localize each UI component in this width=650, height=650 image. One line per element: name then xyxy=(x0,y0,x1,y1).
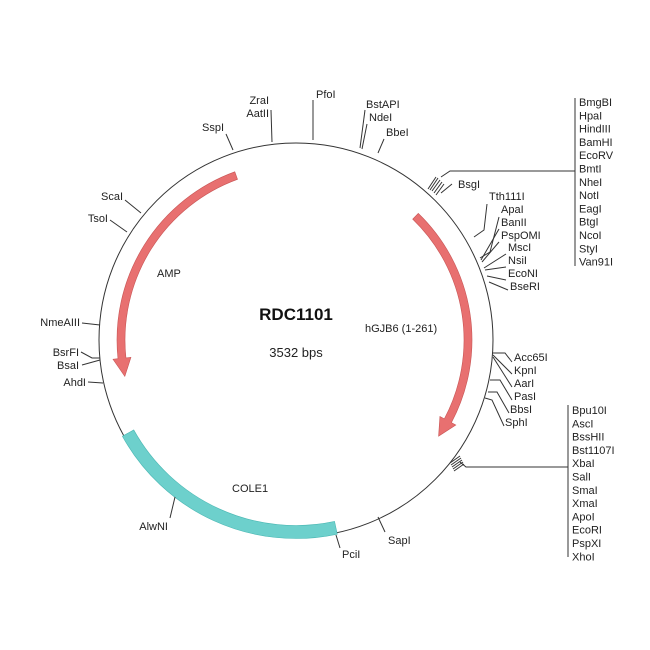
site-label: BbsI xyxy=(510,404,532,416)
site-label: ZraI xyxy=(249,95,269,107)
site-label: NdeI xyxy=(369,112,392,124)
site-label: AarI xyxy=(514,378,534,390)
site-label: BbeI xyxy=(386,127,409,139)
plasmid-size: 3532 bps xyxy=(269,345,323,360)
hgjb6-feature-arrow xyxy=(412,212,473,437)
site-label: BsgI xyxy=(458,179,480,191)
feature-label-hgjb6: hGJB6 (1-261) xyxy=(365,323,437,335)
site-label: TsoI xyxy=(88,213,108,225)
site-label: Tth111I xyxy=(489,191,525,203)
mcs-site-label: HpaI xyxy=(579,110,602,122)
mcs-site-label: NheI xyxy=(579,177,602,189)
mcs-site-label: PspXI xyxy=(572,538,601,550)
feature-label-amp: AMP xyxy=(157,268,181,280)
mcs-site-label: XhoI xyxy=(572,551,595,563)
mcs-site-label: EcoRV xyxy=(579,150,614,162)
mcs-site-label: Bst1107I xyxy=(572,445,615,457)
site-label: NmeAIII xyxy=(40,317,80,329)
site-label: PspOMI xyxy=(501,230,541,242)
site-label: SphI xyxy=(505,417,528,429)
site-label: BsrFI xyxy=(53,347,79,359)
site-label: ScaI xyxy=(101,191,123,203)
site-label: BsaI xyxy=(57,360,79,372)
site-label: PasI xyxy=(514,391,536,403)
feature-label-cole1: COLE1 xyxy=(232,483,268,495)
site-label: ApaI xyxy=(501,204,524,216)
mcs-site-label: BtgI xyxy=(579,217,599,229)
mcs-site-label: EagI xyxy=(579,203,602,215)
cole1-feature-arc xyxy=(121,429,338,539)
site-leaders xyxy=(80,98,576,557)
site-label: PfoI xyxy=(316,89,336,101)
mcs-site-label: NotI xyxy=(579,190,599,202)
mcs-site-label: StyI xyxy=(579,243,598,255)
mcs-site-label: AscI xyxy=(572,418,593,430)
site-label: KpnI xyxy=(514,365,537,377)
site-label: BseRI xyxy=(510,281,540,293)
site-label: NsiI xyxy=(508,255,527,267)
mcs-site-label: Bpu10I xyxy=(572,405,607,417)
site-label: SspI xyxy=(202,122,224,134)
site-label: AlwNI xyxy=(139,521,168,533)
mcs-site-label: Van91I xyxy=(579,257,613,269)
mcs-site-label: SmaI xyxy=(572,485,598,497)
mcs-site-label: BmgBI xyxy=(579,97,612,109)
mcs-site-label: NcoI xyxy=(579,230,602,242)
mcs-site-label: BamHI xyxy=(579,137,613,149)
site-label: AhdI xyxy=(63,377,86,389)
site-label: SapI xyxy=(388,535,411,547)
mcs-site-label: EcoRI xyxy=(572,525,602,537)
mcs-site-label: BmtI xyxy=(579,164,602,176)
site-label: BstAPI xyxy=(366,99,400,111)
site-label: AatII xyxy=(246,108,269,120)
mcs-site-label: SalI xyxy=(572,472,591,484)
site-label: Acc65I xyxy=(514,352,548,364)
site-label: PciI xyxy=(342,549,360,561)
mcs-site-label: XmaI xyxy=(572,498,598,510)
mcs-site-label: XbaI xyxy=(572,458,595,470)
plasmid-name: RDC1101 xyxy=(259,305,333,324)
mcs-site-label: BssHII xyxy=(572,432,604,444)
amp-feature-arrow xyxy=(112,171,238,378)
site-label: MscI xyxy=(508,242,531,254)
site-label: BanII xyxy=(501,217,527,229)
site-label: EcoNI xyxy=(508,268,538,280)
mcs-site-label: ApoI xyxy=(572,511,595,523)
mcs-site-label: HindIII xyxy=(579,124,611,136)
